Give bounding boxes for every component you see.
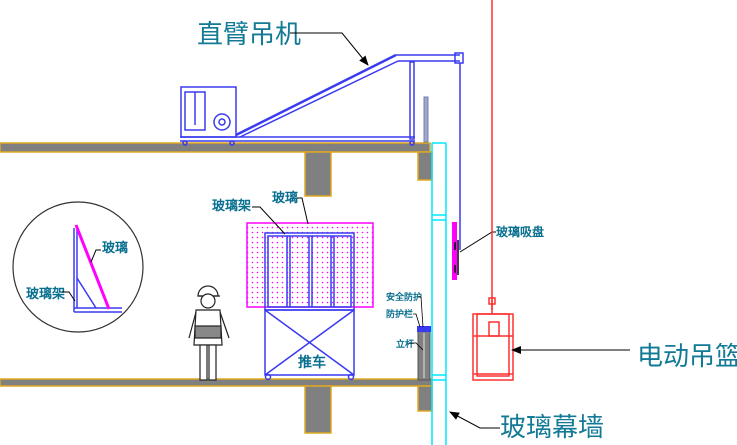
leader-glass-rack <box>252 206 286 235</box>
cart <box>264 309 355 381</box>
lower-floor-slab <box>0 378 433 434</box>
electric-gondola <box>472 297 514 381</box>
label-gondola: 电动吊篮 <box>637 342 737 372</box>
leader-safety-guard <box>418 296 424 328</box>
label-cart: 推车 <box>298 354 326 371</box>
leader-guard-rail <box>413 313 421 328</box>
leader-curtain-wall <box>449 411 500 429</box>
leader-pole <box>409 342 424 351</box>
label-guard-rail: 防护栏 <box>386 308 413 320</box>
leader-suction-cup <box>459 231 496 253</box>
label-curtain-wall: 玻璃幕墙 <box>500 413 604 443</box>
suction-cup <box>454 240 459 275</box>
pole-with-guard <box>417 326 431 381</box>
detail-circle: 玻璃 玻璃架 <box>12 201 144 333</box>
roof-post <box>423 96 429 143</box>
label-crane: 直臂吊机 <box>197 20 301 50</box>
label-suction-cup: 玻璃吸盘 <box>496 224 544 239</box>
label-safety-guard: 安全防护 <box>386 291 422 303</box>
leader-crane <box>290 32 369 66</box>
glass-curtain-wall <box>431 142 447 445</box>
label-glass-rack-top: 玻璃架 <box>212 198 251 214</box>
label-pole: 立杆 <box>396 338 414 350</box>
upper-floor-slab <box>0 142 433 197</box>
glass-panel-wall <box>452 222 457 280</box>
leader-glass <box>297 197 309 225</box>
label-glass-top: 玻璃 <box>272 190 298 206</box>
worker-figure <box>188 285 230 381</box>
glass-pane-detail <box>74 224 111 310</box>
boom-crane <box>180 52 464 250</box>
label-glass-rack-circle: 玻璃架 <box>26 286 65 302</box>
label-glass-circle: 玻璃 <box>102 240 128 256</box>
